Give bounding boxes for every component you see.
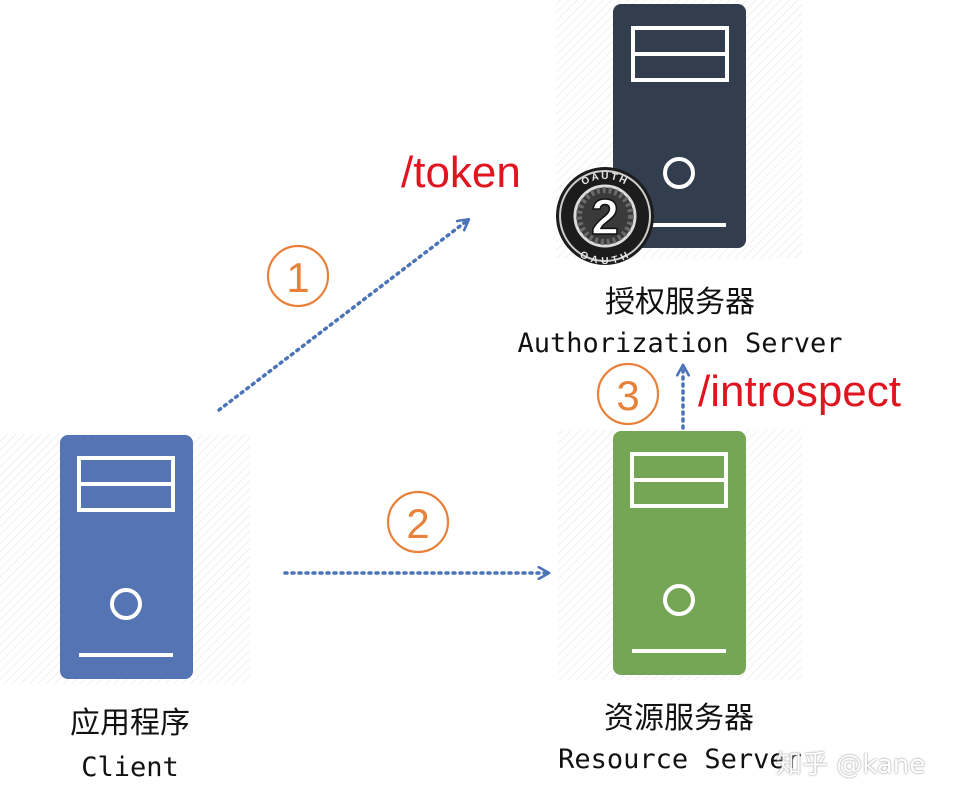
oauth2-badge-ring xyxy=(559,170,651,262)
auth-server-body xyxy=(613,4,746,248)
client-label-cn: 应用程序 xyxy=(70,706,190,741)
resource-server-power-button xyxy=(663,584,695,616)
auth-server-power-button xyxy=(663,157,695,189)
client-server-body xyxy=(60,435,193,679)
oauth2-badge-shine xyxy=(576,187,634,245)
client-label-en: Client xyxy=(81,752,179,783)
step-2-circle xyxy=(386,490,450,554)
step-3-number: 3 xyxy=(616,372,639,419)
auth-server-label-en: Authorization Server xyxy=(517,328,843,359)
token-endpoint-label: /token xyxy=(401,148,521,197)
step-1-circle xyxy=(266,244,330,308)
step-3-circle xyxy=(596,362,660,426)
client-server-icon xyxy=(60,435,193,679)
oauth2-badge-number: 2 xyxy=(591,189,619,245)
arrow-step-1 xyxy=(217,220,468,412)
client-server-power-button xyxy=(110,588,142,620)
step-1-marker: 1 xyxy=(266,244,330,308)
zhihu-watermark: 知乎 @kane xyxy=(776,750,926,780)
step-2-number: 2 xyxy=(406,500,429,547)
oauth2-badge-icon: OAUTH OAUTH 2 xyxy=(556,167,654,267)
step-1-number: 1 xyxy=(286,254,309,301)
oauth2-badge-ring-text-top: OAUTH xyxy=(580,171,630,188)
oauth2-badge-inner xyxy=(573,184,637,248)
introspect-endpoint-label: /introspect xyxy=(698,367,901,416)
auth-server-label-cn: 授权服务器 xyxy=(605,285,755,320)
resource-server-label-en: Resource Server xyxy=(558,744,802,775)
step-2-marker: 2 xyxy=(386,490,450,554)
resource-server-label-cn: 资源服务器 xyxy=(604,701,754,736)
resource-server-icon xyxy=(613,431,746,675)
auth-server-icon xyxy=(613,4,746,248)
step-3-marker: 3 xyxy=(596,362,660,426)
resource-server-body xyxy=(613,431,746,675)
